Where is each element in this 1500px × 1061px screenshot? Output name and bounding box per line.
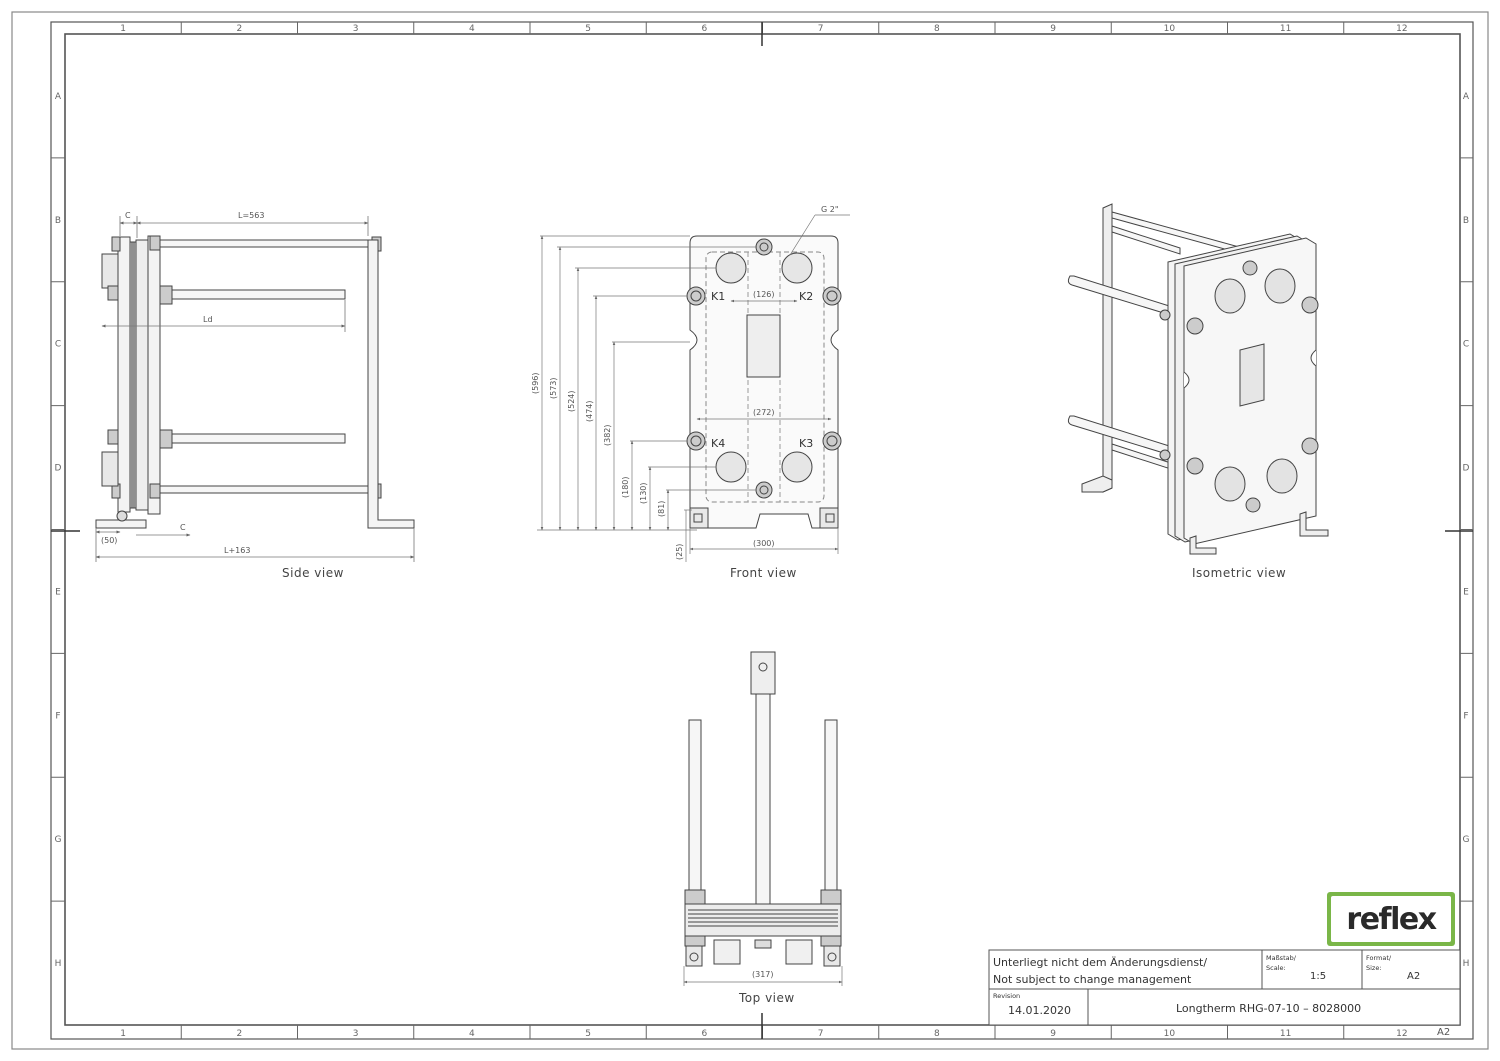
front-dim-h180: (180) xyxy=(621,476,630,498)
grid-column-label: 12 xyxy=(1396,24,1407,34)
front-dim-h474: (474) xyxy=(585,400,594,422)
grid-column-label: 10 xyxy=(1164,1029,1176,1039)
top-view-title: Top view xyxy=(738,991,795,1005)
grid-column-label: 3 xyxy=(353,1029,359,1039)
side-dim-offset: (50) xyxy=(101,536,117,545)
front-view-labels: G 2" (126) (272) (300) (596) (573) (524)… xyxy=(531,205,839,560)
side-view-title: Side view xyxy=(282,566,344,580)
revision-caption: Revision xyxy=(993,992,1020,1000)
grid-row-label: E xyxy=(1463,587,1469,597)
notice-german: Unterliegt nicht dem Änderungsdienst/ xyxy=(993,956,1207,969)
grid-row-label: H xyxy=(55,959,62,969)
front-dim-h596: (596) xyxy=(531,372,540,394)
revision-date: 14.01.2020 xyxy=(1008,1004,1071,1017)
format-value: A2 xyxy=(1407,971,1420,982)
corner-size-label: A2 xyxy=(1437,1027,1450,1038)
grid-row-label: E xyxy=(55,587,61,597)
top-dim-width: (317) xyxy=(752,970,774,979)
side-view-labels: C L=563 Ld C (50) L+163 xyxy=(101,211,264,555)
grid-column-label: 1 xyxy=(120,24,126,34)
grid-column-label: 6 xyxy=(702,24,708,34)
grid-row-label: D xyxy=(1463,464,1470,474)
side-dim-c-bottom: C xyxy=(180,523,186,532)
grid-column-label: 8 xyxy=(934,24,940,34)
front-dim-h382: (382) xyxy=(603,424,612,446)
grid-column-label: 5 xyxy=(585,1029,591,1039)
format-caption-2: Size: xyxy=(1366,964,1382,972)
front-dim-h81: (81) xyxy=(657,501,666,517)
grid-row-label: C xyxy=(55,340,61,350)
grid-row-label: F xyxy=(1463,711,1468,721)
isometric-view-title: Isometric view xyxy=(1192,566,1286,580)
grid-row-label: C xyxy=(1463,340,1469,350)
front-dim-width-inner: (272) xyxy=(753,408,775,417)
grid-column-label: 5 xyxy=(585,24,591,34)
grid-row-label: B xyxy=(1463,216,1469,226)
grid-row-label: G xyxy=(1463,835,1470,845)
front-port-labels: K1 K2 K4 K3 xyxy=(711,290,813,450)
grid-column-label: 7 xyxy=(818,24,824,34)
grid-column-label: 8 xyxy=(934,1029,940,1039)
grid-column-label: 9 xyxy=(1050,1029,1056,1039)
scale-caption-1: Maßstab/ xyxy=(1266,954,1297,962)
grid-column-label: 12 xyxy=(1396,1029,1407,1039)
sheet-frame xyxy=(11,11,1489,1050)
grid-column-label: 3 xyxy=(353,24,359,34)
grid-row-label: H xyxy=(1463,959,1470,969)
drawing-title: Longtherm RHG-07-10 – 8028000 xyxy=(1176,1002,1361,1015)
port-k2-label: K2 xyxy=(799,290,813,303)
grid-row-label: F xyxy=(55,711,60,721)
grid-row-label: A xyxy=(55,92,62,102)
grid-column-label: 9 xyxy=(1050,24,1056,34)
grid-row-label: G xyxy=(55,835,62,845)
side-dim-length-top: L=563 xyxy=(238,211,264,220)
grid-column-label: 11 xyxy=(1280,1029,1291,1039)
front-dim-h25: (25) xyxy=(675,544,684,560)
port-k1-label: K1 xyxy=(711,290,725,303)
scale-value: 1:5 xyxy=(1310,971,1326,982)
side-dim-length-bottom: L+163 xyxy=(224,546,250,555)
port-k3-label: K3 xyxy=(799,437,813,450)
grid-column-label: 1 xyxy=(120,1029,126,1039)
grid-column-label: 7 xyxy=(818,1029,824,1039)
front-thread-label: G 2" xyxy=(821,205,839,214)
notice-english: Not subject to change management xyxy=(993,973,1192,986)
port-k4-label: K4 xyxy=(711,437,725,450)
title-block-text: Unterliegt nicht dem Änderungsdienst/ No… xyxy=(993,954,1420,1017)
grid-column-label: 2 xyxy=(237,1029,243,1039)
front-view-title: Front view xyxy=(730,566,797,580)
front-dim-h573: (573) xyxy=(549,377,558,399)
grid-row-label: D xyxy=(55,464,62,474)
grid-row-label: A xyxy=(1463,92,1470,102)
front-dim-h130: (130) xyxy=(639,482,648,504)
title-block xyxy=(988,949,1461,1026)
grid-column-label: 4 xyxy=(469,1029,475,1039)
front-dim-port-spacing: (126) xyxy=(753,290,775,299)
side-view xyxy=(95,216,415,562)
side-dim-ld: Ld xyxy=(203,315,213,324)
side-dim-c-top: C xyxy=(125,211,131,220)
top-view xyxy=(683,651,843,986)
grid-column-label: 4 xyxy=(469,24,475,34)
reflex-logo: reflex xyxy=(1327,892,1455,946)
grid-column-label: 2 xyxy=(237,24,243,34)
grid-column-label: 10 xyxy=(1164,24,1176,34)
scale-caption-2: Scale: xyxy=(1266,964,1286,972)
grid-column-label: 6 xyxy=(702,1029,708,1039)
reflex-logo-wordmark: reflex xyxy=(1331,896,1451,942)
front-dim-width-outer: (300) xyxy=(753,539,775,548)
format-caption-1: Format/ xyxy=(1366,954,1392,962)
front-view xyxy=(537,214,850,562)
grid-row-label: B xyxy=(55,216,61,226)
isometric-view xyxy=(1067,203,1329,555)
grid-column-label: 11 xyxy=(1280,24,1291,34)
centering-marks xyxy=(51,22,1473,1039)
front-dim-h524: (524) xyxy=(567,390,576,412)
